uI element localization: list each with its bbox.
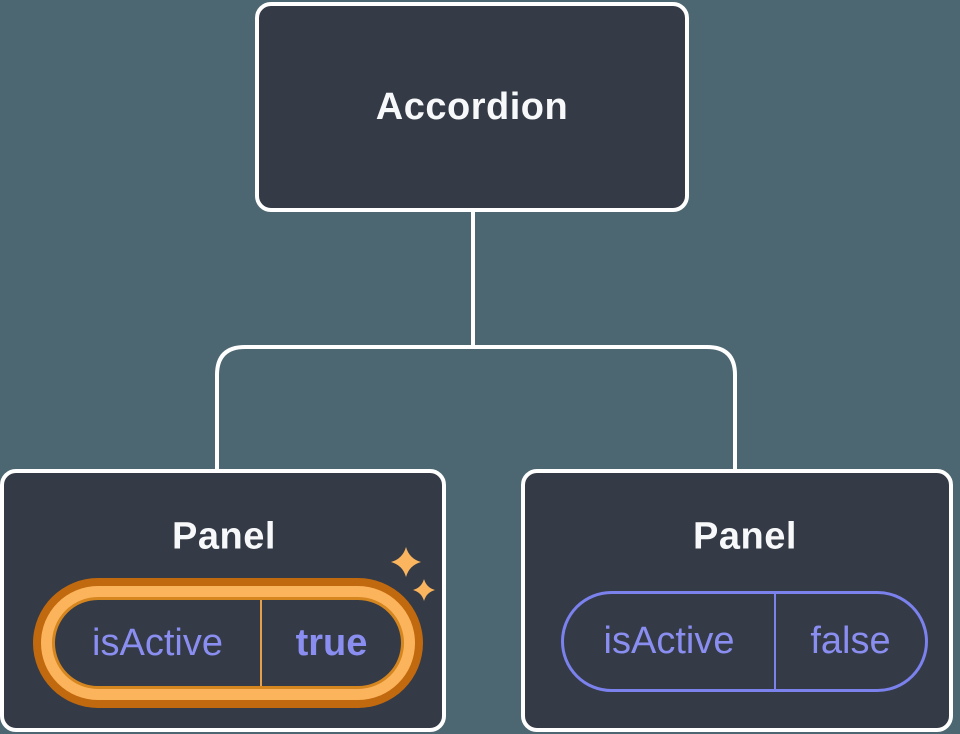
state-name-cell: isActive: [564, 594, 776, 689]
state-pill-plain: isActive false: [561, 591, 928, 692]
panel-component-box-active: Panel isActive true: [0, 469, 446, 732]
state-name-text: isActive: [603, 620, 735, 662]
panel-right-label: Panel: [693, 515, 797, 558]
state-value-cell: false: [776, 594, 925, 689]
state-name-text: isActive: [92, 621, 223, 664]
sparkles-icon: [391, 547, 435, 601]
state-pill-body: isActive true: [52, 597, 404, 689]
sparkle-large: [391, 547, 421, 577]
state-pill-highlighted: isActive true: [33, 578, 423, 708]
state-value-cell: true: [262, 600, 401, 686]
panel-component-box-inactive: Panel isActive false: [521, 469, 953, 732]
state-value-text: true: [295, 621, 368, 664]
panel-left-label: Panel: [172, 515, 276, 558]
accordion-component-box: Accordion: [255, 2, 689, 212]
highlight-gold-ring: isActive true: [41, 586, 415, 700]
state-name-cell: isActive: [55, 600, 262, 686]
connector-branch: [215, 345, 737, 469]
sparkle-small: [413, 579, 435, 601]
state-value-text: false: [810, 620, 891, 662]
accordion-label: Accordion: [375, 85, 569, 128]
